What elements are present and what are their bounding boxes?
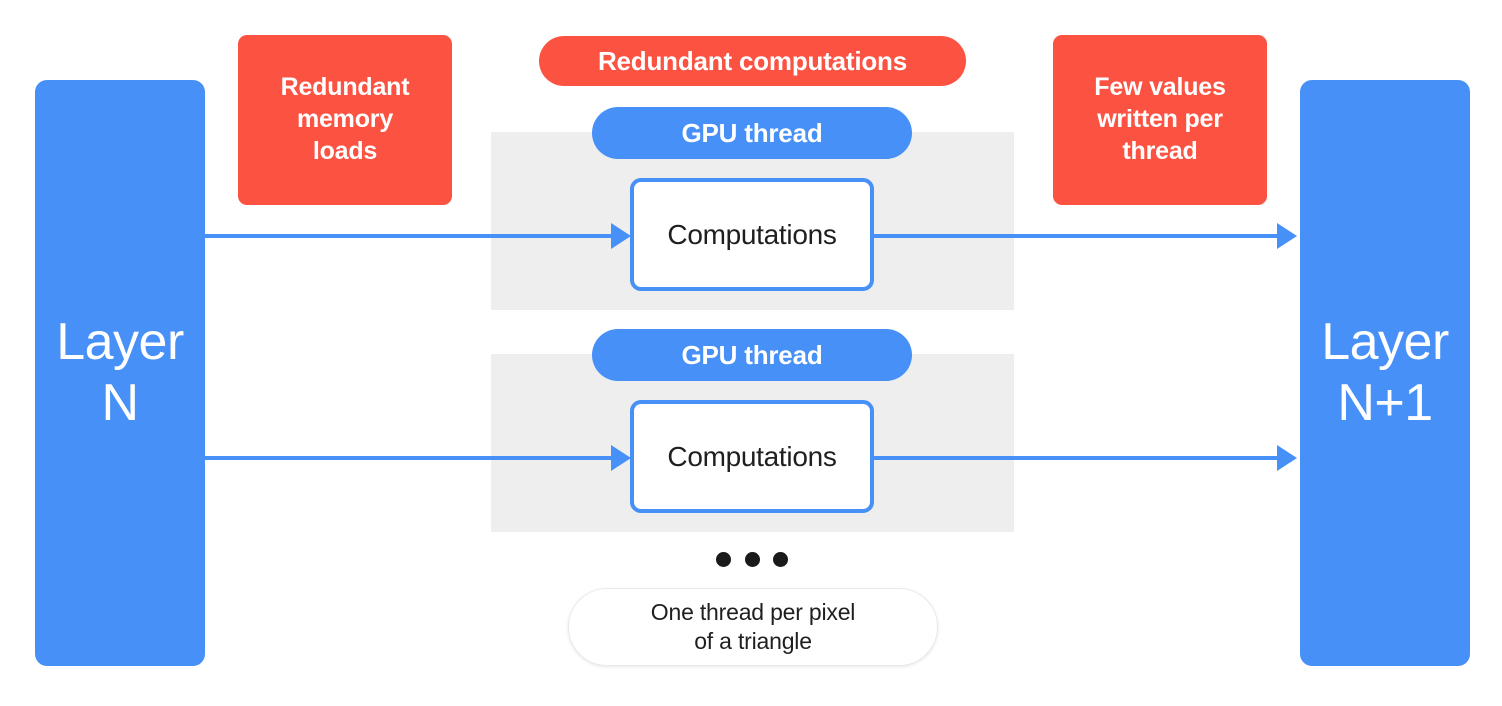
callout-redundant-computations: Redundant computations [539,36,966,86]
ellipsis-dot [716,551,731,567]
arrow-output-head-1 [1277,223,1297,249]
arrow-input-head-1 [611,223,631,249]
gpu-thread-pill-2: GPU thread [592,329,912,381]
computations-box-1: Computations [630,178,874,291]
ellipsis-dot [744,551,760,567]
computations-box-2: Computations [630,400,874,513]
arrow-output-head-2 [1277,445,1297,471]
more-threads-ellipsis-icon [716,551,788,567]
arrow-input-line-2 [205,456,611,460]
ellipsis-dot [773,551,788,567]
one-thread-per-pixel-note: One thread per pixel of a triangle [568,588,938,666]
layer-n-plus-1-block: Layer N+1 [1300,80,1470,666]
callout-redundant-memory-loads: Redundant memory loads [238,35,452,205]
callout-few-values-written-per-thread: Few values written per thread [1053,35,1267,205]
layer-n-block: Layer N [35,80,205,666]
arrow-input-line-1 [205,234,611,238]
arrow-output-line-1 [874,234,1277,238]
gpu-thread-pill-1: GPU thread [592,107,912,159]
arrow-input-head-2 [611,445,631,471]
arrow-output-line-2 [874,456,1277,460]
